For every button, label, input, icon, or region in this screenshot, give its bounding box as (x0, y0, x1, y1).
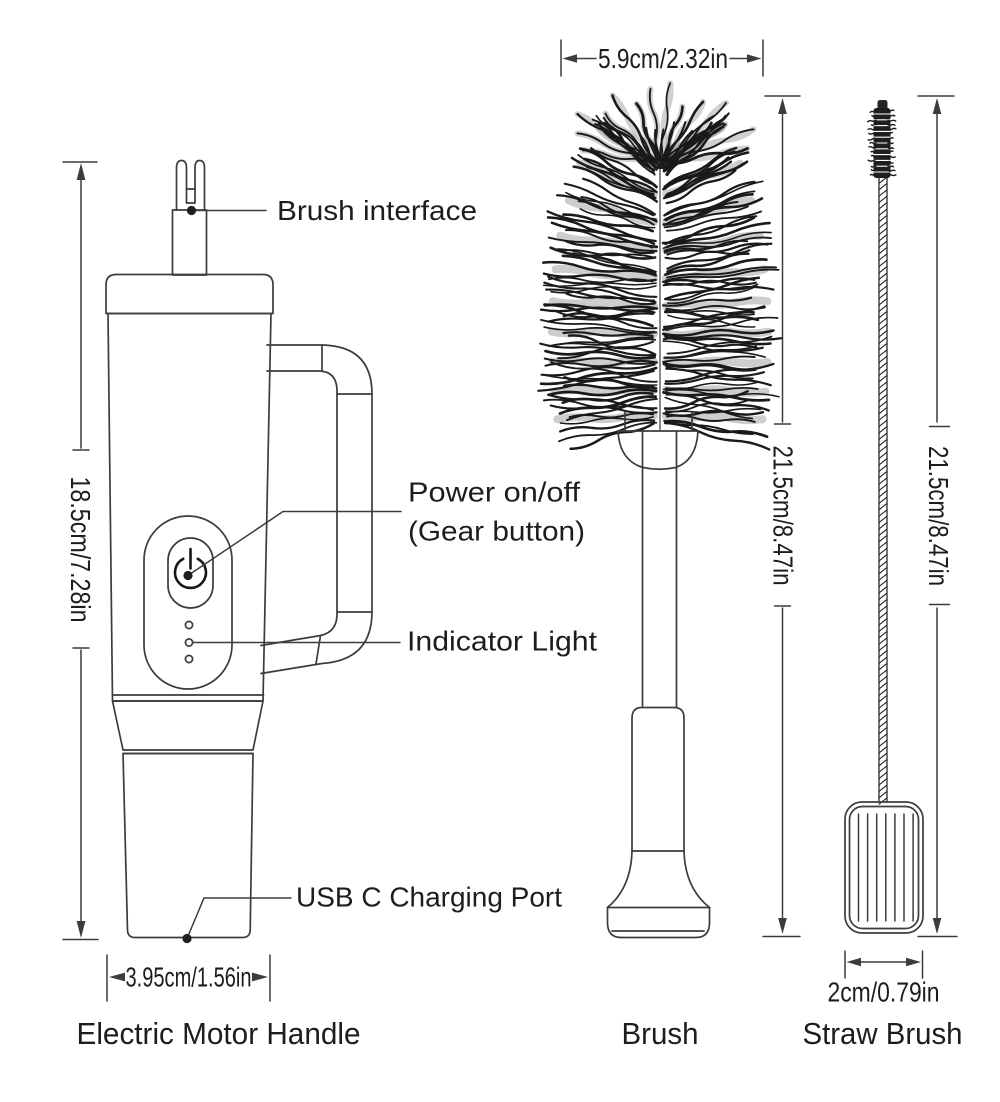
label-indicator-light: Indicator Light (407, 626, 597, 657)
brush-handle (606, 706, 711, 939)
straw-width-value: 2cm/0.79in (828, 977, 940, 1008)
straw-paddle (844, 801, 924, 934)
handle-width-value: 3.95cm/1.56in (126, 962, 252, 993)
part-name-brush: Brush (622, 1016, 699, 1051)
wire-tip-nub (877, 100, 888, 110)
brush-drawing (537, 80, 783, 939)
paddle-ribs (857, 813, 914, 922)
label-power-line1: Power on/off (408, 477, 580, 508)
straw-height-dimension (917, 95, 958, 938)
part-name-straw: Straw Brush (803, 1016, 963, 1051)
straw-width-dimension (844, 950, 924, 979)
power-button (167, 537, 214, 609)
callout-leaders (182, 205, 402, 944)
power-icon (173, 547, 208, 590)
callout-dot (182, 933, 192, 944)
motor-handle-drawing (105, 159, 373, 939)
callout-dot (186, 205, 197, 216)
handle-width-dimension (106, 954, 271, 1002)
part-name-handle: Electric Motor Handle (77, 1016, 361, 1051)
label-power-line2: (Gear button) (408, 516, 585, 547)
brush-interface-fork (175, 159, 206, 211)
twisted-wire (878, 176, 888, 805)
callout-dot (183, 570, 193, 581)
handle-height-value: 18.5cm/7.28in (65, 477, 96, 623)
handle-height-dimension (62, 161, 99, 941)
indicator-lights (184, 620, 194, 664)
brush-width-dimension (560, 39, 764, 77)
label-usb-port: USB C Charging Port (296, 882, 562, 913)
brush-ferrule (617, 430, 699, 471)
label-brush-interface: Brush interface (277, 195, 477, 226)
control-pod (143, 515, 233, 690)
handle-top-cap (105, 273, 274, 315)
brush-height-dimension (762, 95, 801, 938)
brush-height-value: 21.5cm/8.47in (768, 446, 799, 586)
brush-width-value: 5.9cm/2.32in (598, 43, 728, 74)
straw-bristle-texture (866, 109, 897, 177)
brush-bristles (537, 80, 783, 451)
handle-taper (111, 700, 264, 751)
interface-shaft (171, 209, 208, 276)
straw-brush-drawing (844, 100, 924, 934)
straw-height-value: 21.5cm/8.47in (923, 446, 954, 586)
handle-grip-loop (260, 344, 373, 675)
handle-lower-body (122, 752, 254, 939)
